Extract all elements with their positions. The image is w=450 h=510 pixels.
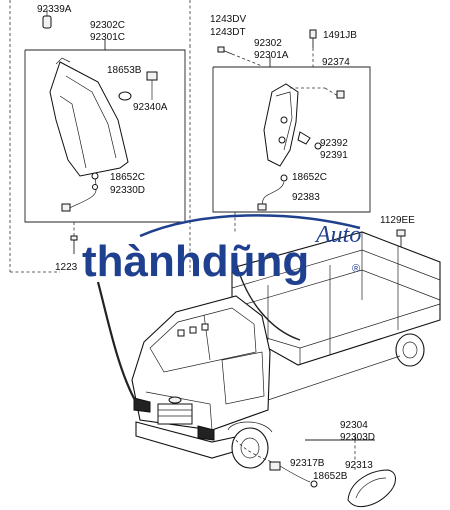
label-18652B: 18652B [313, 471, 348, 482]
label-1491JB: 1491JB [323, 30, 357, 41]
screw-1491JB [309, 29, 317, 67]
label-92374: 92374 [322, 57, 350, 68]
label-92340A: 92340A [133, 102, 168, 113]
watermark-main: thànhdũng [82, 237, 309, 286]
label-92317B: 92317B [290, 458, 325, 469]
part-labels: 92339A 92302C 92301C 18653B 92340A 18652… [37, 4, 415, 482]
watermark-sub: Auto [314, 222, 361, 248]
truck-illustration [96, 231, 441, 469]
label-92391: 92391 [320, 150, 348, 161]
connector-92391 [314, 142, 322, 150]
bolt-92374 [336, 90, 345, 99]
label-92302C: 92302C [90, 20, 125, 31]
connector-92317B [269, 461, 281, 471]
socket-92340A [146, 71, 158, 81]
connector-92392 [297, 131, 311, 145]
label-1243DV: 1243DV [210, 14, 246, 25]
lamp-92313 [347, 469, 396, 508]
bulb-18652B [310, 480, 318, 488]
label-92339A: 92339A [37, 4, 72, 15]
label-18652C-right: 18652C [292, 172, 327, 183]
left-side-lamp [49, 57, 158, 212]
right-side-lamp [257, 83, 345, 211]
watermark-swoosh [139, 214, 361, 238]
label-1129EE: 1129EE [380, 215, 415, 226]
label-1223: 1223 [55, 262, 78, 273]
bulb-18653B [118, 91, 132, 101]
label-92330D: 92330D [110, 185, 145, 196]
connector-18652C-right [280, 174, 288, 182]
bottom-lamp-group [235, 435, 396, 508]
label-92392: 92392 [320, 138, 348, 149]
clip-92339A [42, 9, 52, 29]
left-group-outline [9, 0, 191, 273]
connector-18652C-left [91, 172, 99, 180]
label-92301C: 92301C [90, 32, 125, 43]
label-92383: 92383 [292, 192, 320, 203]
watermark-registered-mark: ® [352, 263, 360, 275]
watermark-logo: thànhdũng Auto ® [82, 214, 361, 286]
label-18652C-left: 18652C [110, 172, 145, 183]
screw-1243 [217, 46, 263, 67]
label-92303D: 92303D [340, 432, 375, 443]
label-92302: 92302 [254, 38, 282, 49]
front-wheel [231, 427, 269, 469]
harness-92383 [257, 203, 267, 211]
rear-wheel [395, 333, 425, 367]
label-92304: 92304 [340, 420, 368, 431]
label-92313: 92313 [345, 460, 373, 471]
screw-1223 [70, 222, 78, 254]
label-1243DT: 1243DT [210, 27, 246, 38]
label-92301A: 92301A [254, 50, 289, 61]
right-lamp-box [212, 57, 371, 232]
label-18653B: 18653B [107, 65, 142, 76]
